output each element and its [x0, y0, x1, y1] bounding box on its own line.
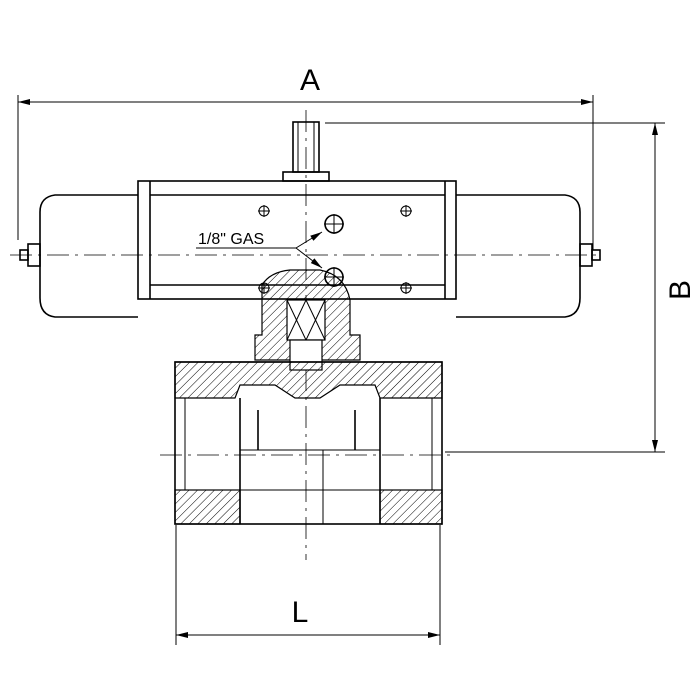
dimension-b: B: [325, 122, 697, 453]
dimension-a-label: A: [300, 64, 320, 97]
dimension-b-label: B: [664, 280, 697, 300]
stem-section: [254, 269, 361, 371]
dimension-a: A: [17, 64, 594, 250]
dimension-l: L: [175, 525, 441, 645]
valve-body: [160, 361, 455, 525]
port-annotation: 1/8" GAS: [198, 231, 264, 248]
dimension-l-label: L: [292, 596, 309, 629]
